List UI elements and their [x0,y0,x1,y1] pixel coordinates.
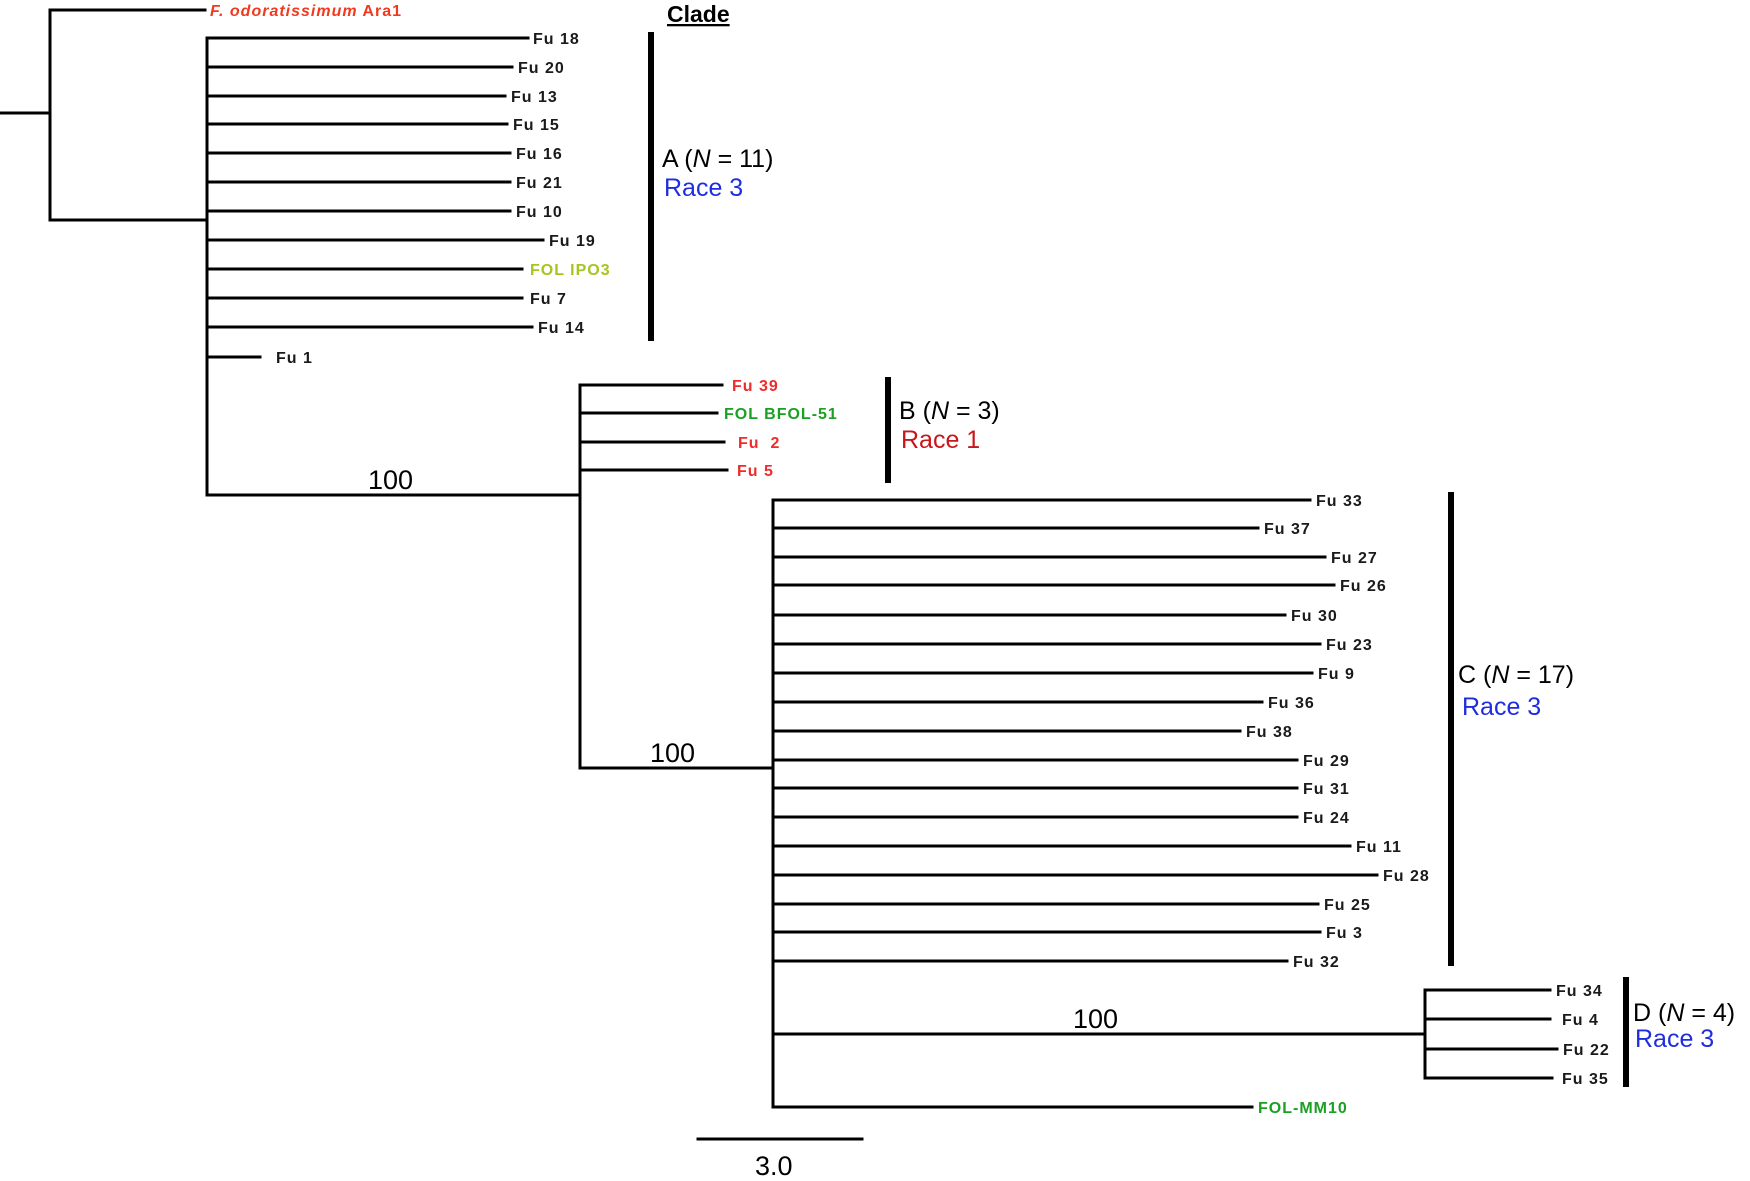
leaf-fu4: Fu 4 [1562,1012,1599,1029]
leaf-fu11: Fu 11 [1356,839,1402,856]
leaf-fu22: Fu 22 [1563,1042,1610,1059]
leaf-fu19: Fu 19 [549,233,596,250]
clade-c-race: Race 3 [1462,693,1541,721]
leaf-fu39: Fu 39 [732,378,779,395]
leaf-fol-bfol51: FOL BFOL-51 [724,406,838,423]
clade-b-branches [578,383,775,770]
leaf-fu36: Fu 36 [1268,695,1315,712]
leaf-fol-ipo3: FOL IPO3 [530,262,611,279]
leaf-fu3: Fu 3 [1326,925,1363,942]
bootstrap-d-node: 100 [1073,1004,1118,1034]
bootstrap-cd-node: 100 [650,738,695,768]
leaf-fu27: Fu 27 [1331,550,1378,567]
leaf-fu14: Fu 14 [538,320,585,337]
scale-label: 3.0 [755,1151,793,1181]
leaf-fu32: Fu 32 [1293,954,1340,971]
leaf-fu29: Fu 29 [1303,753,1350,770]
clade-b-label: B (N = 3) [899,397,1000,425]
leaf-fu23: Fu 23 [1326,637,1373,654]
leaf-fu18: Fu 18 [533,31,580,48]
clade-a-label: A (N = 11) [662,145,773,173]
outgroup-label: F. odoratissimum Ara1 [210,3,402,20]
clade-c-branches [771,498,1427,1109]
leaf-fu26: Fu 26 [1340,578,1387,595]
main-node-branches [205,36,582,497]
clade-d-race: Race 3 [1635,1025,1714,1053]
leaf-fu21: Fu 21 [516,175,563,192]
clade-a-race: Race 3 [664,174,743,202]
leaf-fu38: Fu 38 [1246,724,1293,741]
leaf-fu15: Fu 15 [513,117,560,134]
leaf-fu31: Fu 31 [1303,781,1350,798]
leaf-fu16: Fu 16 [516,146,563,163]
leaf-fu34: Fu 34 [1556,983,1603,1000]
clade-d-branches [1423,988,1559,1080]
root-branches [0,8,209,222]
leaf-fu37: Fu 37 [1264,521,1311,538]
leaf-fol-mm10: FOL-MM10 [1258,1100,1348,1117]
leaf-fu24: Fu 24 [1303,810,1350,827]
clade-c-label: C (N = 17) [1458,661,1574,689]
leaf-fu1: Fu 1 [276,350,313,367]
leaf-fu2: Fu 2 [738,435,780,452]
leaf-fu9: Fu 9 [1318,666,1355,683]
clade-title: Clade [667,1,730,27]
clade-d-label: D (N = 4) [1633,999,1735,1027]
leaf-fu28: Fu 28 [1383,868,1430,885]
leaf-fu30: Fu 30 [1291,608,1338,625]
bootstrap-b-node: 100 [368,465,413,495]
clade-b-race: Race 1 [901,426,980,454]
leaf-fu5: Fu 5 [737,463,774,480]
leaf-fu35: Fu 35 [1562,1071,1609,1088]
leaf-fu10: Fu 10 [516,204,563,221]
leaf-fu7: Fu 7 [530,291,567,308]
leaf-fu20: Fu 20 [518,60,565,77]
leaf-fu25: Fu 25 [1324,897,1371,914]
leaf-fu13: Fu 13 [511,89,558,106]
leaf-fu33: Fu 33 [1316,493,1363,510]
